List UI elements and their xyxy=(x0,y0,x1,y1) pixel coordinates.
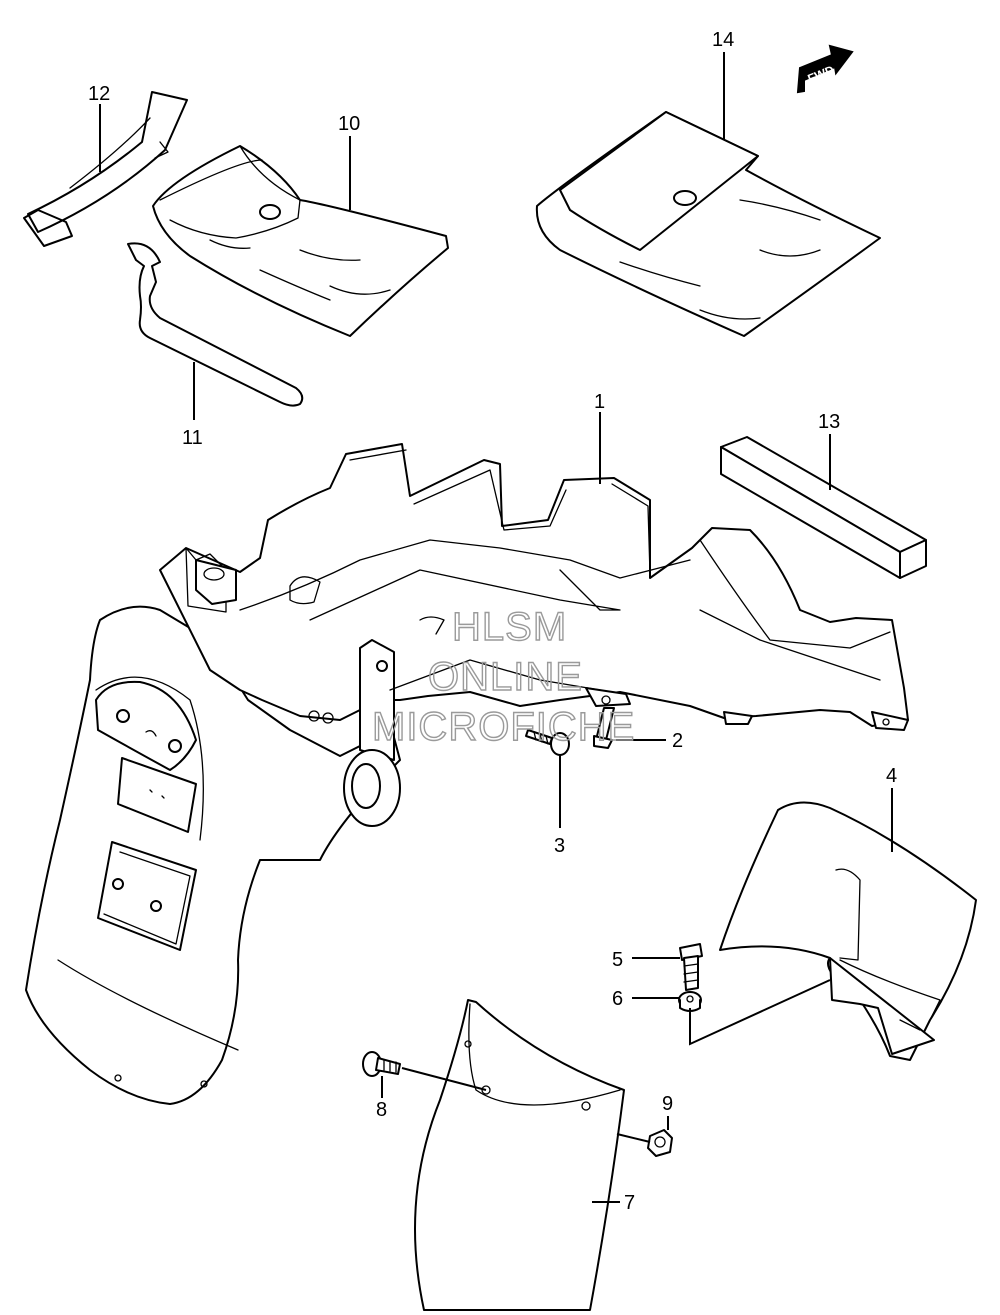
callout-2: 2 xyxy=(672,730,683,752)
callout-3: 3 xyxy=(554,835,565,857)
callout-4: 4 xyxy=(886,765,897,787)
callout-6: 6 xyxy=(612,988,623,1010)
screw-8-part xyxy=(362,1051,401,1077)
watermark: HLSM ONLINE MICROFICHE xyxy=(371,604,635,749)
callout-11: 11 xyxy=(182,427,203,449)
spanner-part xyxy=(127,242,304,407)
watermark-line-3: MICROFICHE xyxy=(372,705,635,749)
tool-bag-part xyxy=(152,145,449,337)
nut-9-part xyxy=(647,1129,673,1157)
bolt-2-part xyxy=(593,707,615,749)
callout-14: 14 xyxy=(712,29,734,51)
watermark-line-1: HLSM xyxy=(452,605,567,649)
rear-fender-part xyxy=(25,443,909,1105)
strap-part xyxy=(23,91,188,247)
callout-5: 5 xyxy=(612,949,623,971)
mud-flap-part xyxy=(719,801,977,1061)
document-pouch-part xyxy=(535,111,881,337)
callout-1: 1 xyxy=(594,391,605,413)
callout-7: 7 xyxy=(624,1192,635,1214)
fwd-arrow: FWD xyxy=(796,44,854,94)
bolt-3-part xyxy=(525,729,570,756)
callout-12: 12 xyxy=(88,83,110,105)
callout-9: 9 xyxy=(662,1093,673,1115)
callout-10: 10 xyxy=(338,113,360,135)
leader-lines xyxy=(99,52,893,1203)
watermark-line-2: ONLINE xyxy=(428,655,583,699)
bolt-5-part xyxy=(679,943,703,991)
callout-13: 13 xyxy=(818,411,840,433)
callout-8: 8 xyxy=(376,1099,387,1121)
front-guard-part xyxy=(414,999,625,1311)
cushion-part xyxy=(720,436,927,579)
callout-labels: 1 2 3 4 5 6 7 8 9 10 11 12 13 14 xyxy=(88,29,897,1214)
